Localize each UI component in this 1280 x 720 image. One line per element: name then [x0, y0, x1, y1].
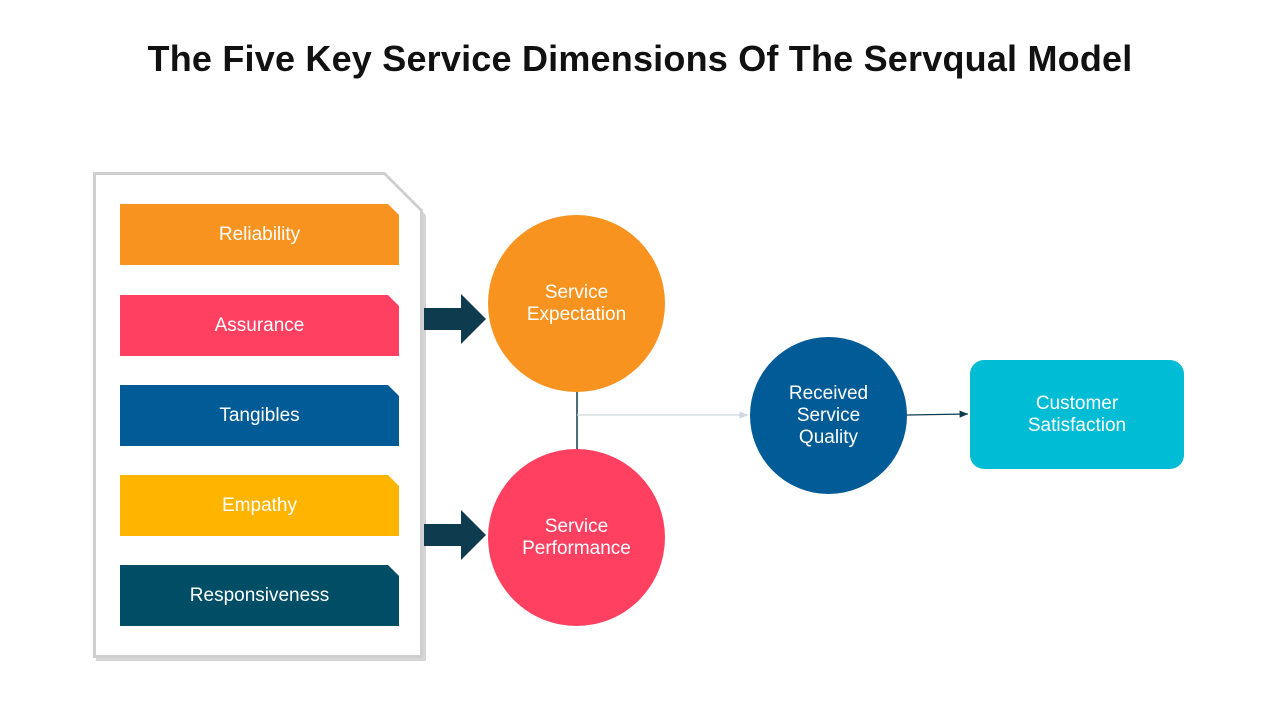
customer-satisfaction-node: Customer Satisfaction — [970, 360, 1184, 469]
dimension-reliability: Reliability — [120, 204, 399, 265]
page-title: The Five Key Service Dimensions Of The S… — [147, 38, 1133, 79]
dimension-assurance: Assurance — [120, 295, 399, 356]
service-expectation-node: Service Expectation — [488, 215, 665, 392]
service-performance-node: Service Performance — [488, 449, 665, 626]
dimension-empathy: Empathy — [120, 475, 399, 536]
arrow-to-expectation-icon — [424, 294, 486, 344]
dimension-tangibles: Tangibles — [120, 385, 399, 446]
arrow-to-performance-icon — [424, 510, 486, 560]
received-service-quality-node: Received Service Quality — [750, 337, 907, 494]
dimension-responsiveness: Responsiveness — [120, 565, 399, 626]
quality-to-satisfaction-connector — [906, 410, 969, 418]
